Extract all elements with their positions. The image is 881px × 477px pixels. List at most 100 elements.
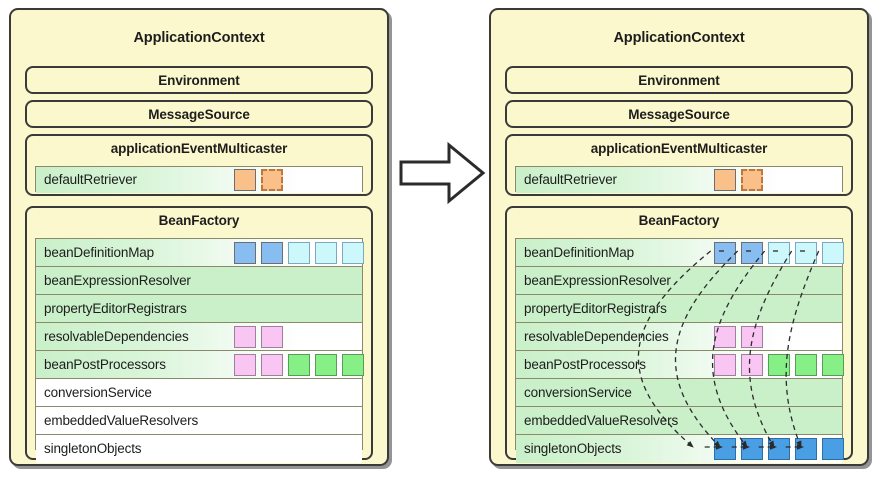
- bean-factory-row[interactable]: beanDefinitionMap: [516, 239, 844, 267]
- bean-factory-row-chips: [714, 438, 844, 460]
- right-default-retriever-label: defaultRetriever: [524, 172, 617, 187]
- right-message-source-title: MessageSource: [628, 107, 730, 122]
- right-default-retriever-chips: [714, 169, 763, 191]
- bean-chip-pink: [234, 353, 256, 376]
- left-default-retriever-chips: [234, 169, 283, 191]
- bean-chip-pink: [741, 353, 763, 376]
- right-environment-title: Environment: [638, 73, 720, 88]
- bean-factory-row-chips: [714, 353, 844, 376]
- bean-factory-row-label: beanDefinitionMap: [524, 245, 635, 260]
- bean-factory-row-label: beanPostProcessors: [44, 357, 166, 372]
- bean-factory-row-label: resolvableDependencies: [524, 329, 669, 344]
- bean-factory-row-label: singletonObjects: [44, 441, 142, 456]
- left-multicaster-box[interactable]: applicationEventMulticaster defaultRetri…: [25, 134, 373, 196]
- bean-factory-row-label: conversionService: [44, 385, 152, 400]
- bean-factory-row-label: beanExpressionResolver: [44, 273, 191, 288]
- bean-factory-row-chips: [234, 241, 364, 264]
- right-multicaster-box[interactable]: applicationEventMulticaster defaultRetri…: [505, 134, 853, 196]
- right-panel-title: ApplicationContext: [613, 30, 745, 46]
- bean-chip-blue: [261, 241, 283, 264]
- right-default-retriever-row[interactable]: defaultRetriever: [516, 167, 842, 193]
- right-bean-factory-rows: beanDefinitionMap beanExpressionResolver p…: [515, 238, 844, 463]
- bean-chip-green: [822, 353, 844, 376]
- left-application-context-panel: ApplicationContext Environment MessageSo…: [9, 8, 389, 466]
- bean-chip-green: [768, 353, 790, 376]
- bean-chip-pink: [714, 325, 736, 348]
- left-multicaster-rows: defaultRetriever: [35, 166, 363, 193]
- listener-chip-solid: [714, 169, 736, 191]
- left-environment-title: Environment: [158, 73, 240, 88]
- bean-factory-row[interactable]: resolvableDependencies: [36, 323, 362, 351]
- right-multicaster-title: applicationEventMulticaster: [590, 141, 768, 156]
- bean-factory-row-label: beanExpressionResolver: [524, 273, 671, 288]
- bean-chip-green: [795, 353, 817, 376]
- bean-factory-row[interactable]: conversionService: [36, 379, 362, 407]
- left-message-source-box[interactable]: MessageSource: [25, 100, 373, 128]
- bean-chip-cyan: [288, 241, 310, 264]
- bean-chip-blue: [741, 241, 763, 264]
- bean-chip-pink: [261, 325, 283, 348]
- listener-chip-solid: [234, 169, 256, 191]
- bean-chip-blue: [234, 241, 256, 264]
- bean-factory-row[interactable]: beanPostProcessors: [36, 351, 364, 379]
- bean-factory-row-label: beanPostProcessors: [524, 357, 646, 372]
- bean-chip-cyan: [795, 241, 817, 264]
- bean-factory-row[interactable]: beanPostProcessors: [516, 351, 844, 379]
- bean-factory-row-label: embeddedValueResolvers: [524, 413, 679, 428]
- bean-factory-row[interactable]: beanExpressionResolver: [36, 267, 362, 295]
- left-bean-factory-box[interactable]: BeanFactory beanDefinitionMap beanExpress…: [25, 206, 373, 463]
- bean-factory-row-chips: [714, 325, 763, 348]
- bean-factory-row[interactable]: beanExpressionResolver: [516, 267, 842, 295]
- bean-factory-row[interactable]: embeddedValueResolvers: [36, 407, 362, 435]
- bean-factory-row-label: resolvableDependencies: [44, 329, 189, 344]
- bean-factory-row-label: conversionService: [524, 385, 632, 400]
- bean-factory-row[interactable]: singletonObjects: [516, 435, 844, 463]
- right-bean-factory-box[interactable]: BeanFactory beanDefinitionMap beanExpress…: [505, 206, 853, 463]
- bean-factory-row[interactable]: singletonObjects: [36, 435, 362, 463]
- left-panel-title: ApplicationContext: [133, 30, 265, 46]
- left-default-retriever-label: defaultRetriever: [44, 172, 137, 187]
- bean-chip-solidblue: [768, 438, 790, 460]
- bean-chip-solidblue: [822, 438, 844, 460]
- bean-factory-row-label: beanDefinitionMap: [44, 245, 155, 260]
- right-bean-factory-title: BeanFactory: [638, 213, 720, 228]
- bean-factory-row-label: propertyEditorRegistrars: [524, 301, 667, 316]
- right-message-source-box[interactable]: MessageSource: [505, 100, 853, 128]
- bean-chip-solidblue: [741, 438, 763, 460]
- bean-chip-solidblue: [714, 438, 736, 460]
- bean-chip-green: [342, 353, 364, 376]
- bean-factory-row-label: singletonObjects: [524, 441, 622, 456]
- listener-chip-dashed: [261, 169, 283, 191]
- right-application-context-panel: ApplicationContext Environment MessageSo…: [489, 8, 869, 466]
- left-bean-factory-rows: beanDefinitionMap beanExpressionResolver p…: [35, 238, 364, 463]
- bean-factory-row[interactable]: conversionService: [516, 379, 842, 407]
- bean-factory-row[interactable]: beanDefinitionMap: [36, 239, 364, 267]
- left-bean-factory-title: BeanFactory: [158, 213, 240, 228]
- left-default-retriever-row[interactable]: defaultRetriever: [36, 167, 362, 193]
- right-arrow-icon: [399, 141, 486, 205]
- left-multicaster-title: applicationEventMulticaster: [110, 141, 288, 156]
- bean-factory-row[interactable]: embeddedValueResolvers: [516, 407, 842, 435]
- listener-chip-dashed: [741, 169, 763, 191]
- bean-chip-pink: [741, 325, 763, 348]
- bean-chip-pink: [714, 353, 736, 376]
- transition-arrow: [398, 141, 486, 205]
- bean-chip-blue: [714, 241, 736, 264]
- bean-factory-row[interactable]: resolvableDependencies: [516, 323, 842, 351]
- bean-factory-row[interactable]: propertyEditorRegistrars: [36, 295, 362, 323]
- right-environment-box[interactable]: Environment: [505, 66, 853, 94]
- bean-chip-pink: [261, 353, 283, 376]
- right-multicaster-rows: defaultRetriever: [515, 166, 843, 193]
- bean-chip-green: [315, 353, 337, 376]
- bean-chip-cyan: [822, 241, 844, 264]
- left-environment-box[interactable]: Environment: [25, 66, 373, 94]
- bean-chip-green: [288, 353, 310, 376]
- bean-chip-cyan: [342, 241, 364, 264]
- bean-chip-solidblue: [795, 438, 817, 460]
- bean-factory-row-label: embeddedValueResolvers: [44, 413, 199, 428]
- bean-factory-row[interactable]: propertyEditorRegistrars: [516, 295, 842, 323]
- bean-chip-cyan: [315, 241, 337, 264]
- bean-factory-row-chips: [714, 241, 844, 264]
- bean-chip-cyan: [768, 241, 790, 264]
